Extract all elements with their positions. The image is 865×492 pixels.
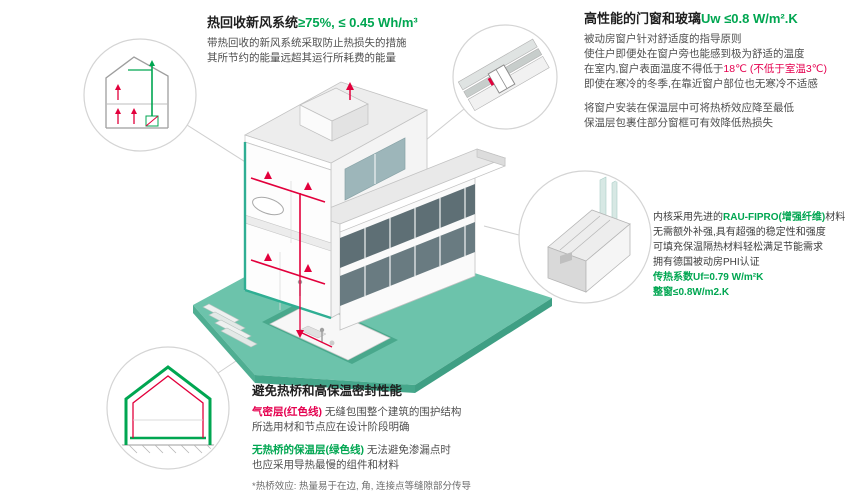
thermal-airtight-label: 气密层(红色线) <box>252 405 322 418</box>
heat-recovery-detail-icon <box>83 38 197 152</box>
thermal-line-1-rest: 无缝包围整个建筑的围护结构 <box>322 405 462 418</box>
profile-line-1-post: 材料 <box>825 212 846 223</box>
thermal-line-2: 所选用材和节点应在设计阶段明确 <box>252 420 410 433</box>
windows-line-6: 保温层包裹住部分窗框可有效降低热损失 <box>584 116 773 129</box>
windows-line-5: 将窗户安装在保温层中可将热桥效应降至最低 <box>584 101 794 114</box>
windows-line-2: 使住户即便处在窗户旁也能感到极为舒适的温度 <box>584 48 805 61</box>
profile-line-2: 无需额外补强,具有超强的稳定性和强度 <box>653 227 826 238</box>
windows-line-3: 在室内,窗户表面温度不得低于18℃ (不低于室温3℃) <box>584 62 860 77</box>
windows-line-1: 被动房窗户针对舒适度的指导原则 <box>584 33 742 46</box>
heat-recovery-line-2: 其所节约的能量远超其运行所耗费的能量 <box>207 52 396 65</box>
profile-line-1-pre: 内核采用先进的 <box>653 212 723 223</box>
thermal-insulation-label: 无热桥的保温层(绿色线) <box>252 444 364 457</box>
window-profile-detail-icon <box>518 170 652 304</box>
ventilation-ducts-illustration <box>250 171 333 348</box>
thermal-line-3: 无热桥的保温层(绿色线) 无法避免渗漏点时 <box>252 443 587 458</box>
callout-windows: 高性能的门窗和玻璃Uw ≤0.8 W/m².K 被动房窗户针对舒适度的指导原则 … <box>584 11 860 131</box>
glass-wing-illustration <box>310 148 507 331</box>
windows-line-3-pre: 在室内,窗户表面温度不得低于 <box>584 63 724 76</box>
callout-thermal: 避免热桥和高保温密封性能 气密层(红色线) 无缝包围整个建筑的围护结构 所选用材… <box>252 384 587 492</box>
thermal-footnote: *热桥效应: 热量易于在边, 角, 连接点等缝隙部分传导 <box>252 481 472 492</box>
windows-title: 高性能的门窗和玻璃Uw ≤0.8 W/m².K <box>584 11 860 27</box>
thermal-line-4: 也应采用导热最慢的组件和材料 <box>252 459 399 472</box>
windows-title-text: 高性能的门窗和玻璃 <box>584 11 702 26</box>
heat-recovery-body: 带热回收的新风系统采取防止热损失的措施 其所节约的能量远超其运行所耗费的能量 <box>207 36 475 66</box>
profile-line-4: 拥有德国被动房PHI认证 <box>653 257 760 268</box>
callout-profile: 内核采用先进的RAU-FIPRO(增强纤维)材料 无需额外补强,具有超强的稳定性… <box>653 210 862 300</box>
thermal-bridge-detail-icon <box>106 346 230 470</box>
thermal-body: 气密层(红色线) 无缝包围整个建筑的围护结构 所选用材和节点应在设计阶段明确 无… <box>252 405 587 492</box>
thermal-line-1: 气密层(红色线) 无缝包围整个建筑的围护结构 <box>252 405 587 420</box>
heat-recovery-title-text: 热回收新风系统 <box>207 15 299 30</box>
heat-recovery-line-1: 带热回收的新风系统采取防止热损失的措施 <box>207 37 407 50</box>
profile-material-name: RAU-FIPRO(增强纤维) <box>723 212 826 223</box>
thermal-title: 避免热桥和高保温密封性能 <box>252 384 403 398</box>
windows-body: 被动房窗户针对舒适度的指导原则 使住户即便处在窗户旁也能感到极为舒适的温度 在室… <box>584 32 860 130</box>
window-install-detail-icon <box>452 24 558 130</box>
house-cutaway-illustration <box>243 81 507 348</box>
roof-penthouse-illustration <box>299 87 369 142</box>
heat-recovery-title: 热回收新风系统≥75%, ≤ 0.45 Wh/m³ <box>207 15 475 31</box>
windows-title-value: Uw ≤0.8 W/m².K <box>701 11 798 26</box>
callout-heat-recovery: 热回收新风系统≥75%, ≤ 0.45 Wh/m³ 带热回收的新风系统采取防止热… <box>207 15 475 66</box>
bathtub-illustration <box>252 196 284 216</box>
profile-line-1: 内核采用先进的RAU-FIPRO(增强纤维)材料 <box>653 210 862 225</box>
profile-uw-value: 整窗≤0.8W/m2.K <box>653 287 730 298</box>
windows-line-4: 即使在寒冷的冬季,在靠近窗户部位也无寒冷不适感 <box>584 77 818 90</box>
stairs-illustration <box>202 303 258 348</box>
thermal-line-3-rest: 无法避免渗漏点时 <box>364 444 451 457</box>
heat-recovery-title-value: ≥75%, ≤ 0.45 Wh/m³ <box>298 15 418 30</box>
windows-line-3-temp: 18℃ <box>723 63 747 76</box>
profile-uf-value: 传热系数Uf=0.79 W/m²K <box>653 272 764 283</box>
windows-line-3-note: (不低于室温3℃) <box>749 63 827 76</box>
profile-line-3: 可填充保温隔热材料轻松满足节能需求 <box>653 242 823 253</box>
